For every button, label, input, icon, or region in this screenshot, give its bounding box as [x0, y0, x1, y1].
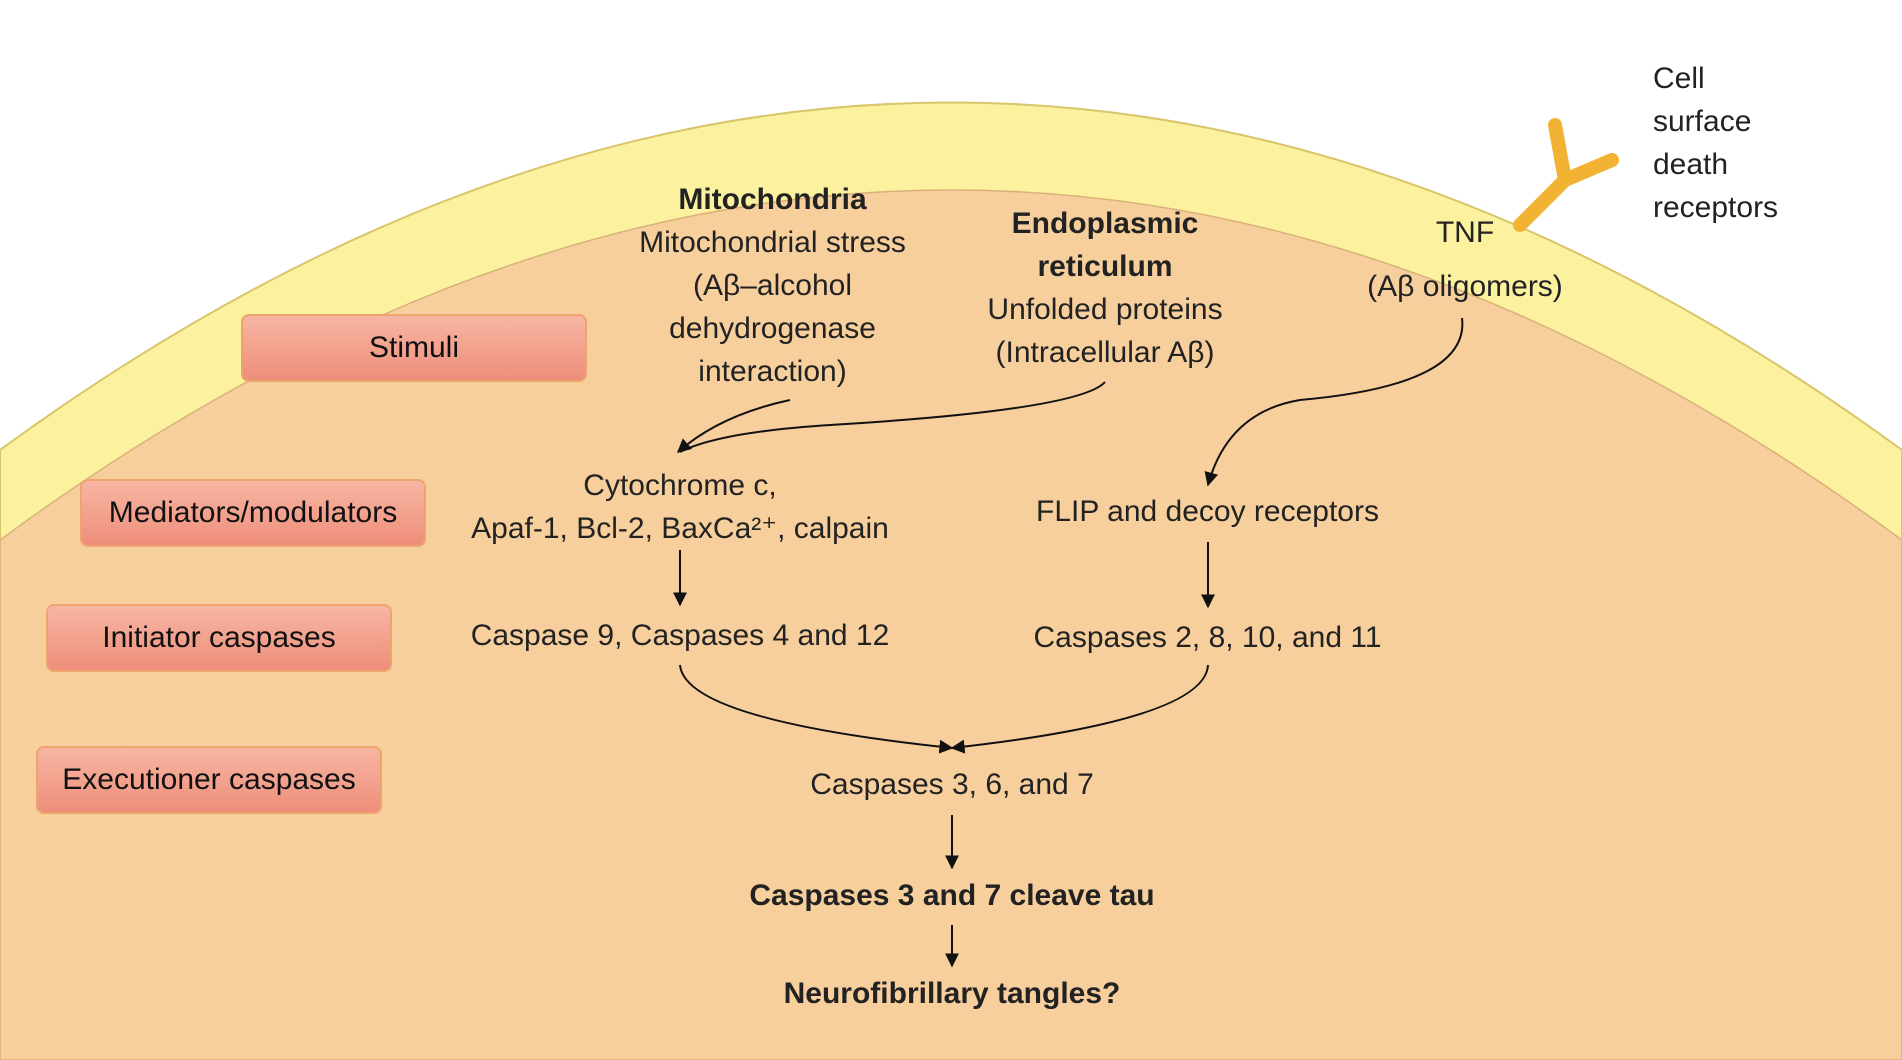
arrow-tnf-to-flip: [1204, 317, 1464, 487]
initiator-left: Caspase 9, Caspases 4 and 12: [470, 619, 890, 652]
mitochondria-line2: (Aβ–alcohol: [692, 269, 852, 302]
outcome-tangles: Neurofibrillary tangles?: [783, 977, 1121, 1010]
tnf-line1: TNF: [1435, 216, 1495, 249]
er-title-line1: Endoplasmic: [1011, 207, 1199, 240]
arrow-caspase9-to-executioner: [679, 664, 954, 754]
receptor-label-line4: receptors: [1653, 191, 1779, 224]
mitochondria-title: Mitochondria: [678, 183, 867, 216]
er-line1: Unfolded proteins: [987, 293, 1223, 326]
arrow-er-to-cytochrome: [679, 381, 1106, 453]
mediator-right: FLIP and decoy receptors: [1036, 495, 1379, 528]
mediator-left-line2: Apaf-1, Bcl-2, BaxCa²⁺, calpain: [471, 512, 889, 545]
outcome-tau-cleavage: Caspases 3 and 7 cleave tau: [749, 879, 1155, 912]
mediator-left-line1: Cytochrome c,: [583, 469, 777, 502]
arrow-mito-to-cytochrome: [676, 399, 791, 453]
label-mediators: Mediators/modulators: [80, 479, 426, 547]
mitochondria-line3: dehydrogenase: [669, 312, 876, 345]
mitochondria-line4: interaction): [698, 355, 847, 388]
label-stimuli: Stimuli: [241, 314, 587, 382]
er-title-line2: reticulum: [1037, 250, 1173, 283]
label-executioner: Executioner caspases: [36, 746, 382, 814]
label-initiator: Initiator caspases: [46, 604, 392, 672]
er-line2: (Intracellular Aβ): [995, 336, 1215, 369]
mitochondria-line1: Mitochondrial stress: [639, 226, 906, 259]
receptor-label-line3: death: [1653, 148, 1729, 181]
receptor-label-line2: surface: [1653, 105, 1752, 138]
death-receptor-icon: [1513, 118, 1619, 232]
executioner-caspases: Caspases 3, 6, and 7: [810, 768, 1094, 801]
arrow-caspase2-to-executioner: [950, 664, 1209, 754]
initiator-right: Caspases 2, 8, 10, and 11: [1033, 621, 1382, 654]
receptor-label-line1: Cell: [1653, 62, 1705, 95]
tnf-line2: (Aβ oligomers): [1367, 270, 1563, 303]
